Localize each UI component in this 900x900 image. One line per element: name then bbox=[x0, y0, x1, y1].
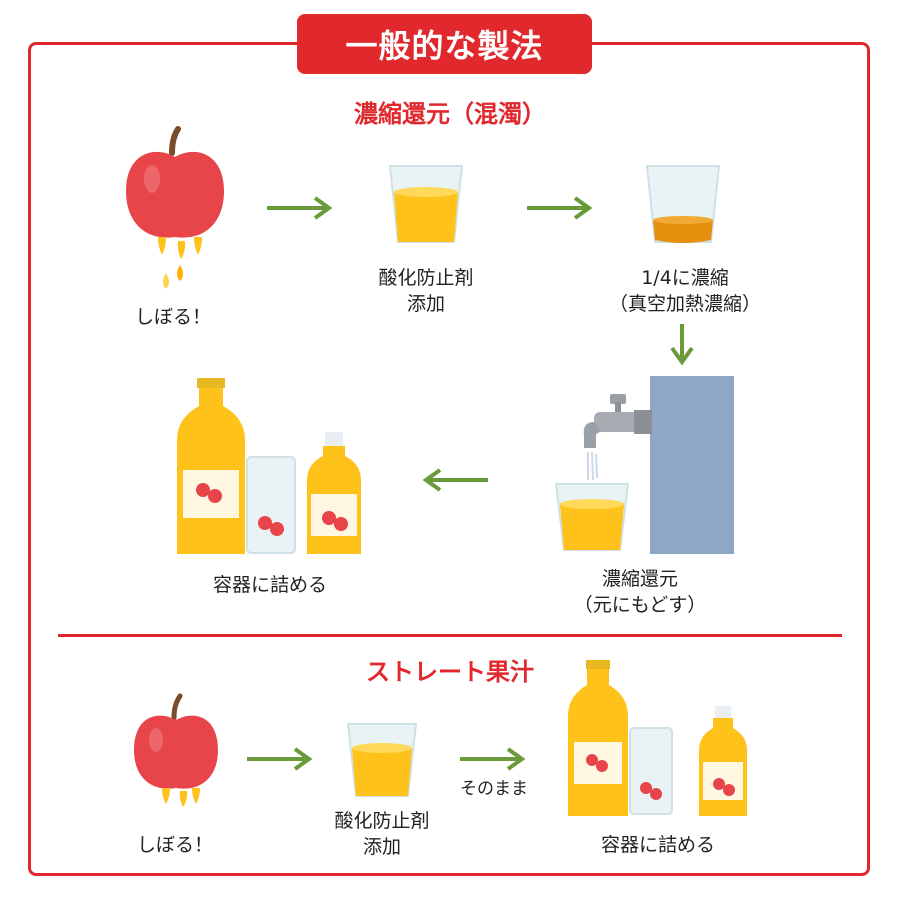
pet-bottle-icon bbox=[307, 432, 361, 554]
arrow-icon bbox=[527, 196, 593, 220]
arrow-icon bbox=[267, 196, 333, 220]
juice-glass-icon bbox=[629, 727, 673, 815]
step-package-label: 容器に詰める bbox=[212, 574, 327, 596]
arrow-icon bbox=[247, 747, 313, 771]
step-package-label: 容器に詰める bbox=[600, 834, 715, 856]
apple-icon bbox=[134, 693, 218, 807]
pet-bottle-icon bbox=[699, 706, 747, 816]
step-antioxidant-label: 酸化防止剤 添加 bbox=[378, 267, 474, 315]
step-antioxidant-label: 酸化防止剤 添加 bbox=[334, 810, 430, 858]
concentrate-glass-icon bbox=[645, 165, 721, 243]
arrow-icon bbox=[670, 324, 694, 366]
page-title: 一般的な製法 bbox=[297, 14, 592, 74]
step-squeeze-label: しぼる！ bbox=[134, 306, 211, 328]
juice-glass-icon bbox=[388, 165, 464, 243]
section-heading-straight: ストレート果汁 bbox=[366, 658, 534, 686]
apple-icon bbox=[126, 126, 224, 289]
step-reconstitute-label: 濃縮還元 （元にもどす） bbox=[573, 568, 707, 616]
arrow-icon bbox=[422, 468, 488, 492]
bottle-icon bbox=[177, 378, 245, 554]
juice-glass-icon bbox=[346, 723, 418, 797]
juice-glass-icon bbox=[554, 483, 630, 551]
step-squeeze-label: しぼる！ bbox=[136, 834, 213, 856]
as-is-label: そのまま bbox=[460, 779, 528, 799]
section-divider bbox=[58, 634, 842, 637]
arrow-icon bbox=[460, 747, 526, 771]
juice-glass-icon bbox=[246, 456, 296, 554]
faucet-icon bbox=[583, 394, 652, 481]
bottle-icon bbox=[568, 660, 628, 816]
step-concentrate-label: 1/4に濃縮 （真空加熱濃縮） bbox=[608, 267, 761, 315]
section-heading-concentrate: 濃縮還元（混濁） bbox=[354, 100, 546, 128]
water-tank-icon bbox=[650, 376, 734, 554]
